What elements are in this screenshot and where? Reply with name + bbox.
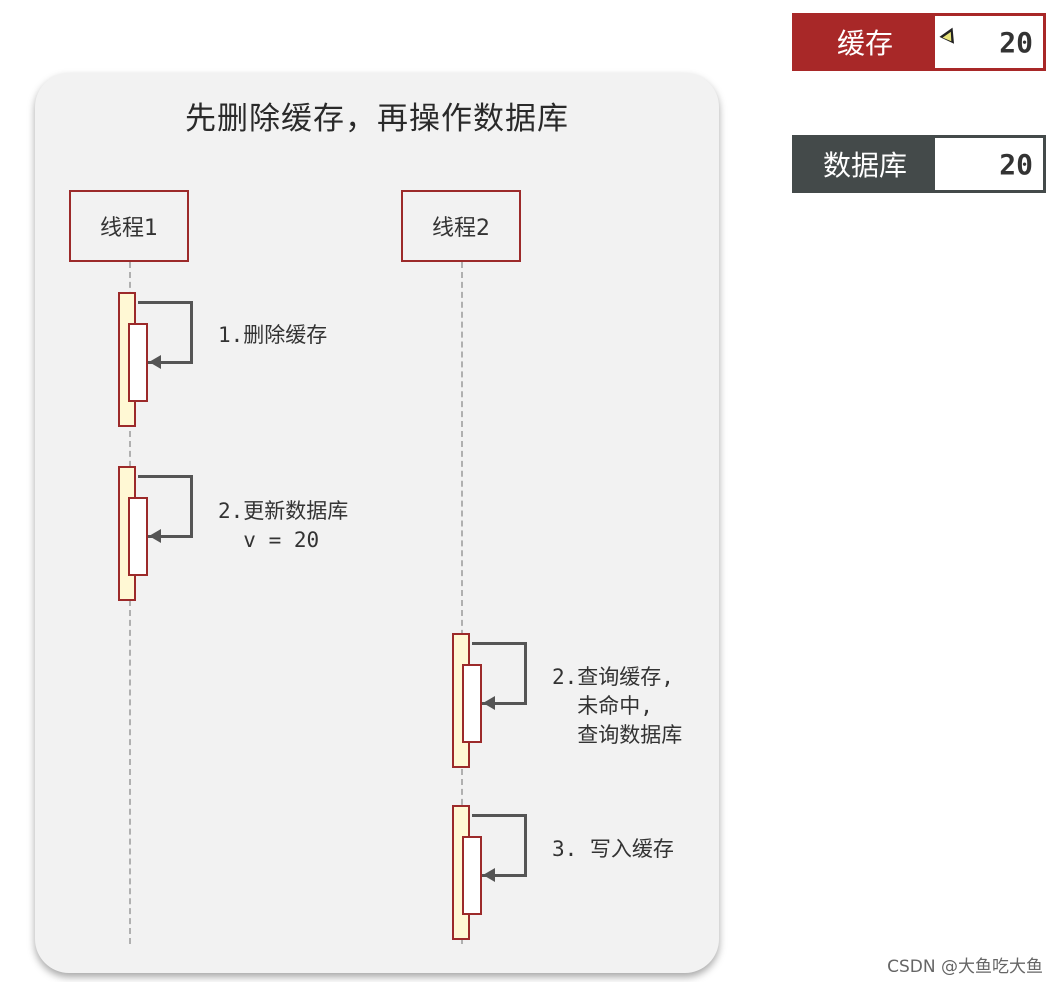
watermark: CSDN @大鱼吃大鱼	[887, 957, 1043, 977]
arrowhead-icon	[149, 529, 161, 543]
cache-legend: 缓存 20	[792, 13, 1046, 71]
thread-1-box: 线程1	[69, 190, 189, 262]
cache-value: 20	[999, 25, 1033, 59]
self-call-arrow	[472, 642, 527, 705]
self-call-arrow	[472, 814, 527, 877]
cache-label: 缓存	[795, 16, 935, 68]
activation-bar-inner	[128, 497, 148, 576]
thread-1-label: 线程1	[100, 216, 158, 241]
step-label: 3. 写入缓存	[552, 837, 674, 861]
database-value: 20	[999, 147, 1033, 181]
cache-value-box: 20	[935, 16, 1043, 68]
arrowhead-icon	[483, 696, 495, 710]
thread-1-lifeline	[129, 262, 131, 944]
self-call-arrow	[138, 475, 193, 538]
database-label: 数据库	[795, 138, 935, 190]
activation-bar-inner	[128, 323, 148, 402]
step-label: 1.删除缓存	[218, 323, 328, 347]
database-legend: 数据库 20	[792, 135, 1046, 193]
step-label: 2.查询缓存, 未命中, 查询数据库	[552, 665, 683, 747]
thread-2-box: 线程2	[401, 190, 521, 262]
thread-2-label: 线程2	[432, 216, 490, 241]
self-call-arrow	[138, 301, 193, 364]
arrowhead-icon	[483, 868, 495, 882]
database-value-box: 20	[935, 138, 1043, 190]
step-label: 2.更新数据库 v = 20	[218, 499, 349, 552]
arrowhead-icon	[149, 355, 161, 369]
thread-2-lifeline	[461, 262, 463, 944]
activation-bar-inner	[462, 664, 482, 743]
activation-bar-inner	[462, 836, 482, 915]
diagram-title: 先删除缓存，再操作数据库	[185, 101, 569, 137]
